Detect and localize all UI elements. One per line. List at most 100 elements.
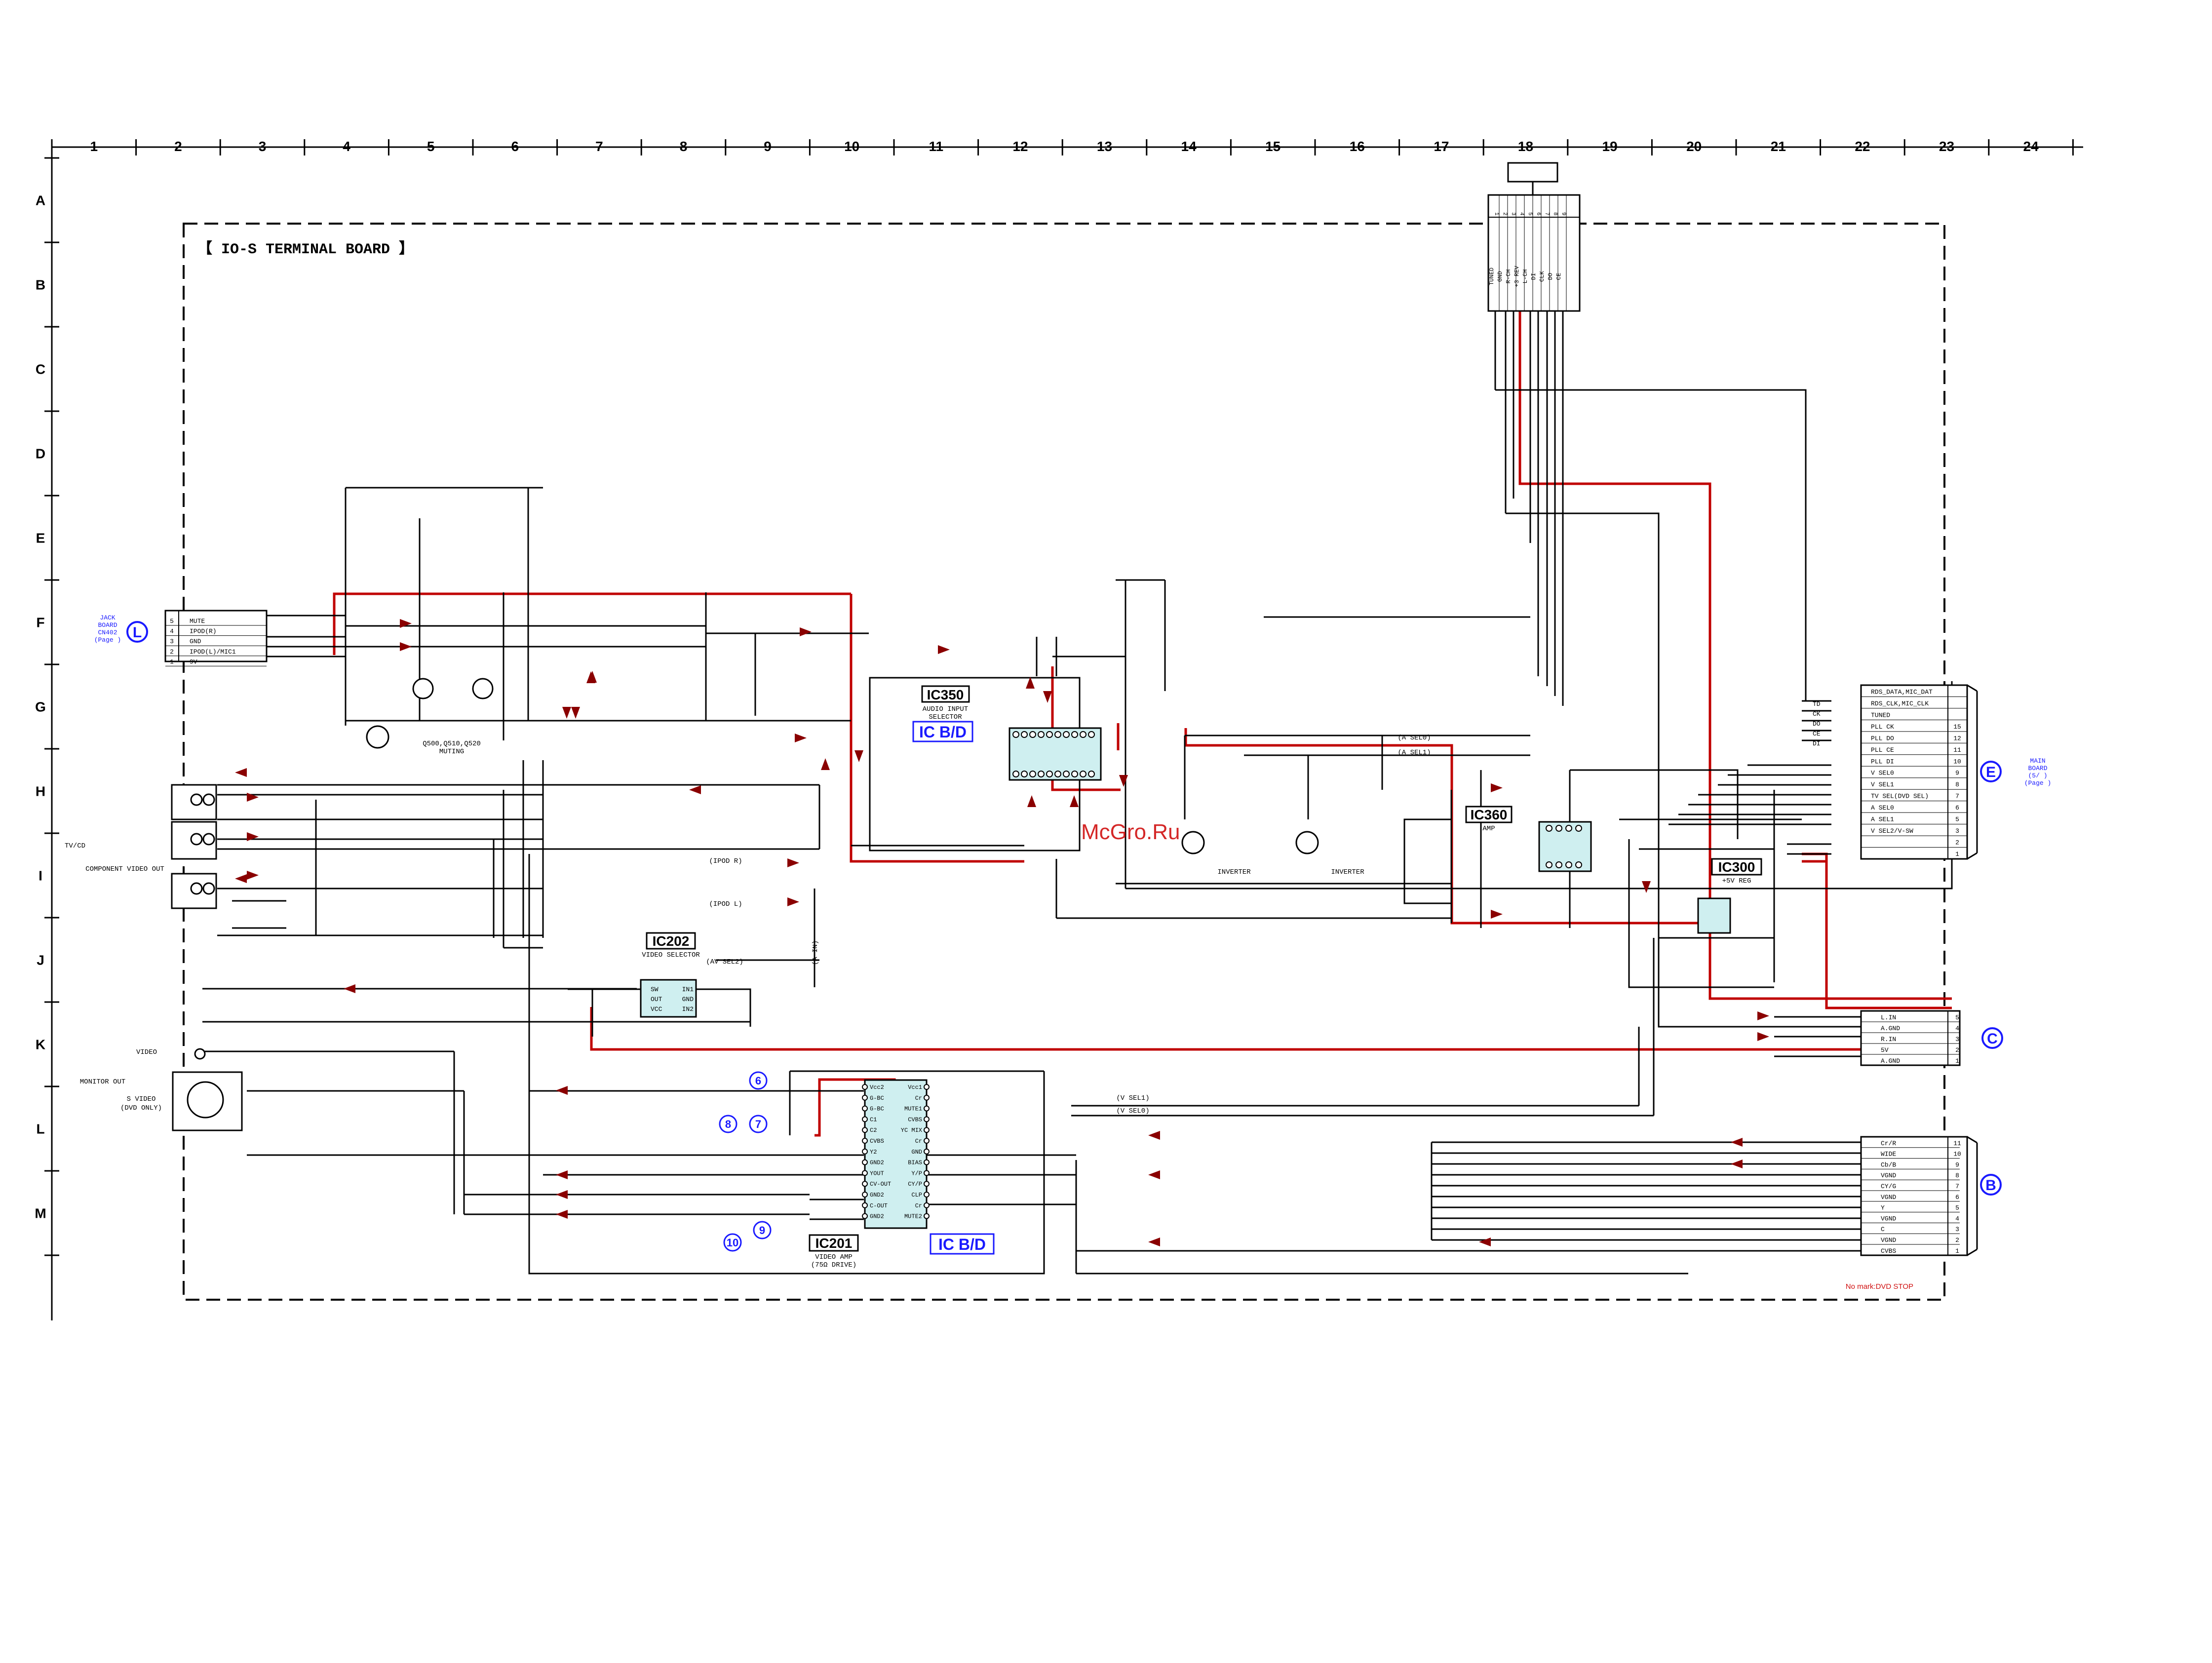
marker-number: 8: [725, 1118, 731, 1130]
ic202-name: IC202: [653, 933, 690, 949]
conn-pin: 1: [1955, 1247, 1959, 1255]
ic202-chip: [640, 979, 697, 1018]
main-pin: 15: [1953, 723, 1961, 731]
flow-arrow-right: [400, 642, 412, 651]
grid-col-label: 4: [343, 139, 350, 154]
conn-signal: R.IN: [1881, 1036, 1896, 1043]
main-caption-line: MAIN: [2030, 757, 2045, 765]
ic350-pin-bottom: [1063, 771, 1070, 777]
conn-pin: 10: [1953, 1151, 1961, 1158]
transistor-inverter-1: [1181, 831, 1205, 854]
ic360-pin-top: [1546, 825, 1552, 832]
ic300-chip: [1697, 897, 1731, 934]
conn-pin: 5: [1955, 1014, 1959, 1021]
grid-row-label: B: [36, 277, 45, 293]
ic350-caption-2: SELECTOR: [929, 713, 962, 721]
ic201-pin-left: YOUT: [870, 1170, 884, 1177]
tag-ipod-l: (IPOD L): [709, 900, 742, 908]
flow-arrow-right: [247, 832, 259, 841]
ic350-pin-bottom: [1088, 771, 1095, 777]
grid-col-label: 10: [844, 139, 859, 154]
ic201-pin-left: GND2: [870, 1192, 884, 1199]
marker-circle: [749, 1071, 768, 1090]
top-conn-signal: DO: [1547, 273, 1554, 280]
conn-pin: 3: [1955, 1036, 1959, 1043]
main-signal: PLL CK: [1871, 723, 1894, 731]
ic350-pin-bottom: [1029, 771, 1036, 777]
conn-pin: 8: [1955, 1172, 1959, 1179]
s-video-label-1: S VIDEO: [127, 1095, 156, 1103]
connector-c-letter: C: [1987, 1031, 1998, 1047]
main-pin: 3: [1955, 827, 1959, 835]
main-left-tag: CK: [1813, 710, 1821, 718]
ic201-pin-left-dot: [862, 1148, 868, 1155]
flow-arrow-left: [235, 874, 247, 883]
grid-row-label: L: [36, 1122, 44, 1137]
flow-arrow-right: [247, 871, 259, 880]
connector-b-badge: [1980, 1174, 2002, 1196]
main-signal: V SEL2/V-SW: [1871, 827, 1913, 835]
main-board-letter-badge: [1980, 761, 2002, 782]
main-caption-line: BOARD: [2028, 765, 2047, 772]
ic350-caption-1: AUDIO INPUT: [923, 705, 968, 713]
left-labels: TV/CD COMPONENT VIDEO OUT VIDEO MONITOR …: [65, 842, 164, 1112]
grid-col-label: 18: [1518, 139, 1533, 154]
ic201-pin-right: MUTE2: [904, 1213, 922, 1220]
grid-col-label: 20: [1686, 139, 1702, 154]
conn-signal: 5V: [1881, 1046, 1889, 1054]
grid-row-label: M: [35, 1206, 46, 1221]
marker-circle: [749, 1115, 768, 1133]
main-caption-line: (5/ ): [2028, 772, 2047, 779]
transistor-inverter-2: [1295, 831, 1319, 854]
main-pin: 9: [1955, 770, 1959, 777]
flow-arrow-right: [1491, 910, 1503, 919]
ic201-pin-left-dot: [862, 1094, 868, 1101]
ic201-pin-right: Cr: [915, 1202, 922, 1209]
ic350-pin-top: [1029, 731, 1036, 738]
jack-caption-line: BOARD: [98, 621, 117, 629]
ic201-pin-right: Y/P: [911, 1170, 922, 1177]
ic350-pin-top: [1012, 731, 1019, 738]
main-pin: 2: [1955, 839, 1959, 847]
ic201-pin-right: YC MIX: [901, 1127, 922, 1134]
ic201-name: IC201: [815, 1236, 853, 1251]
grid-row-label: E: [36, 531, 45, 546]
top-conn-pin-number: 2: [1502, 212, 1508, 216]
ic201-pin-right: MUTE1: [904, 1106, 922, 1113]
top-conn-signal: CLK: [1539, 271, 1546, 281]
marker-circle: [723, 1233, 742, 1252]
grid-row-label: I: [39, 868, 42, 884]
grid-row-label: F: [36, 615, 44, 630]
top-conn-pin-number: 6: [1535, 212, 1541, 216]
ic350-pin-top: [1046, 731, 1053, 738]
flow-arrow-left: [344, 984, 355, 993]
ic360-pin-bottom: [1546, 861, 1552, 868]
main-left-tag: DI: [1813, 740, 1821, 747]
ic201-pin-left: G-BC: [870, 1095, 884, 1102]
top-conn-signal: GND: [1497, 271, 1504, 282]
flow-arrow-right: [1491, 783, 1503, 792]
jack-pin: 4: [170, 628, 174, 635]
jack-board-letter-badge: [126, 621, 148, 643]
main-pin: 12: [1953, 735, 1961, 742]
flow-arrow-right: [247, 793, 259, 802]
signal-flow-arrows: [235, 619, 1769, 1246]
connector-c-badge: [1981, 1027, 2003, 1049]
ic201-pin-left-dot: [862, 1170, 868, 1176]
ic201-pin-left: CVBS: [870, 1138, 884, 1145]
ic201-pin-right-dot: [924, 1159, 930, 1165]
grid-col-label: 5: [427, 139, 435, 154]
main-signal: RDS_CLK,MIC_CLK: [1871, 700, 1929, 707]
ic201-pin-right: CVBS: [908, 1116, 922, 1123]
flow-arrow-left: [1479, 1238, 1491, 1246]
ic350-pin-top: [1063, 731, 1070, 738]
ic201-pin-right: BIAS: [908, 1160, 922, 1166]
flow-arrow-up: [1027, 795, 1036, 807]
ic350-pin-bottom: [1080, 771, 1087, 777]
ic201-pin-right: Cr: [915, 1095, 922, 1102]
main-pin: 5: [1955, 816, 1959, 823]
grid-row-label: A: [36, 193, 45, 208]
